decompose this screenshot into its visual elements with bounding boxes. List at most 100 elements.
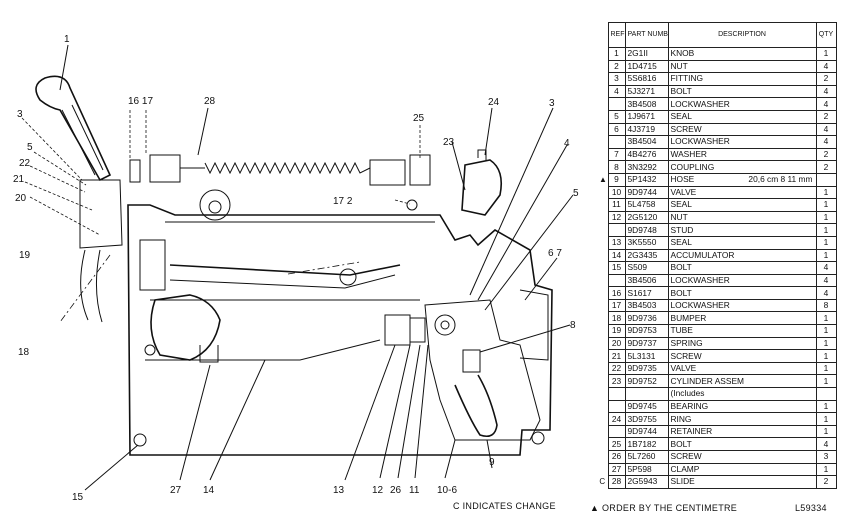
- change-marker: [597, 287, 608, 300]
- lever-support: [79, 179, 123, 249]
- callout-17-2: 17 2: [333, 196, 353, 207]
- description-text: LOCKWASHER: [670, 136, 730, 147]
- part-number-cell: 9D9745: [624, 399, 669, 414]
- table-row: (Includes: [597, 387, 837, 401]
- part-number-cell: 3N3292: [624, 160, 669, 174]
- ref-no-cell: 2: [607, 59, 626, 74]
- part-number-cell: 3B4506: [624, 273, 669, 288]
- description-text: CLAMP: [670, 463, 700, 474]
- qty-cell: 2: [815, 72, 837, 86]
- description-cell: TUBE: [667, 324, 817, 338]
- ref-no-cell: 5: [607, 109, 626, 124]
- part-number-cell: 9D9735: [624, 361, 669, 376]
- qty-cell: 1: [815, 349, 837, 363]
- part-number-cell: 4B4276: [624, 147, 669, 162]
- change-marker: C: [599, 477, 606, 487]
- change-marker: [597, 325, 608, 338]
- qty-cell: 4: [815, 286, 837, 300]
- change-marker: [597, 375, 608, 388]
- qty-cell: 1: [815, 311, 837, 326]
- description-cell: LOCKWASHER: [667, 135, 817, 149]
- change-marker: [597, 211, 608, 224]
- base-bolt-left: [133, 433, 147, 447]
- ref-no-cell: [607, 223, 626, 237]
- part-number-cell: 1J9671: [624, 109, 669, 124]
- description-text: VALVE: [670, 363, 697, 374]
- description-cell: CYLINDER ASSEM: [667, 374, 817, 389]
- description-cell: (Includes: [667, 387, 817, 401]
- change-marker: [597, 98, 608, 111]
- part-number-cell: 1D4715: [624, 59, 669, 74]
- ref-no-cell: 3: [607, 72, 626, 86]
- callout-3-left: 3: [17, 109, 23, 120]
- part-number-cell: 9D9744: [624, 185, 669, 200]
- ref-no-cell: [607, 135, 626, 149]
- callout-4: 4: [564, 138, 570, 149]
- cover-boss: [434, 314, 456, 336]
- description-cell: BUMPER: [667, 311, 817, 326]
- ref-no-cell: [607, 387, 626, 401]
- qty-cell: 2: [815, 109, 837, 124]
- ref-no-cell: 23: [607, 374, 626, 389]
- part-number-cell: 3B4503: [624, 298, 669, 313]
- callout-21: 21: [13, 174, 25, 185]
- callout-18: 18: [18, 347, 30, 358]
- callout-1: 1: [64, 34, 70, 45]
- linkage-arm-lower: [169, 274, 396, 289]
- ref-no-cell: 19: [607, 324, 626, 338]
- description-text: RING: [670, 413, 692, 424]
- part-number-cell: 5P1432: [624, 172, 669, 187]
- hose-coupling: [462, 349, 481, 373]
- valve-body: [384, 314, 411, 346]
- description-text: TUBE: [670, 325, 693, 336]
- description-cell: SPRING: [667, 336, 817, 351]
- ref-no-cell: 13: [607, 235, 626, 250]
- description-text: STUD: [670, 224, 694, 235]
- qty-cell: 1: [815, 185, 837, 200]
- description-text: LOCKWASHER: [670, 98, 730, 109]
- callout-10-6: 10-6: [437, 485, 457, 496]
- ref-no-cell: 1: [607, 47, 626, 61]
- ref-no-cell: 24: [607, 412, 626, 426]
- spring-bracket-right: [409, 154, 431, 186]
- change-marker: [597, 123, 608, 136]
- description-text: BEARING: [670, 400, 709, 411]
- linkage-pivot: [339, 268, 357, 286]
- callout-5-left: 5: [27, 142, 33, 153]
- change-marker: [597, 350, 608, 363]
- description-text: LOCKWASHER: [670, 274, 730, 285]
- part-number-cell: 2G5120: [624, 210, 669, 225]
- description-cell: SCREW: [667, 349, 817, 363]
- exploded-parts-diagram: 1 3 5 22 21 20 19 18 16 17 28 25 24 23 1…: [13, 34, 579, 503]
- right-cover: [424, 299, 541, 441]
- illustration-number: L59334: [795, 503, 827, 513]
- description-cell: COUPLING: [667, 160, 817, 174]
- header-qty: QTY: [815, 22, 837, 48]
- qty-cell: 1: [815, 47, 837, 61]
- spring-bracket-left: [129, 159, 141, 183]
- change-marker: [597, 148, 608, 161]
- description-text: BOLT: [670, 287, 692, 298]
- change-marker: [597, 388, 608, 401]
- callout-23: 23: [443, 137, 455, 148]
- part-number-cell: 2G3435: [624, 248, 669, 263]
- callout-12: 12: [372, 485, 384, 496]
- description-cell: BOLT: [667, 261, 817, 275]
- qty-cell: 4: [815, 135, 837, 149]
- change-marker: [597, 236, 608, 249]
- qty-cell: 4: [815, 84, 837, 99]
- part-number-cell: 1B7182: [624, 437, 669, 451]
- change-marker: ▲: [599, 175, 607, 185]
- description-cell: BOLT: [667, 286, 817, 300]
